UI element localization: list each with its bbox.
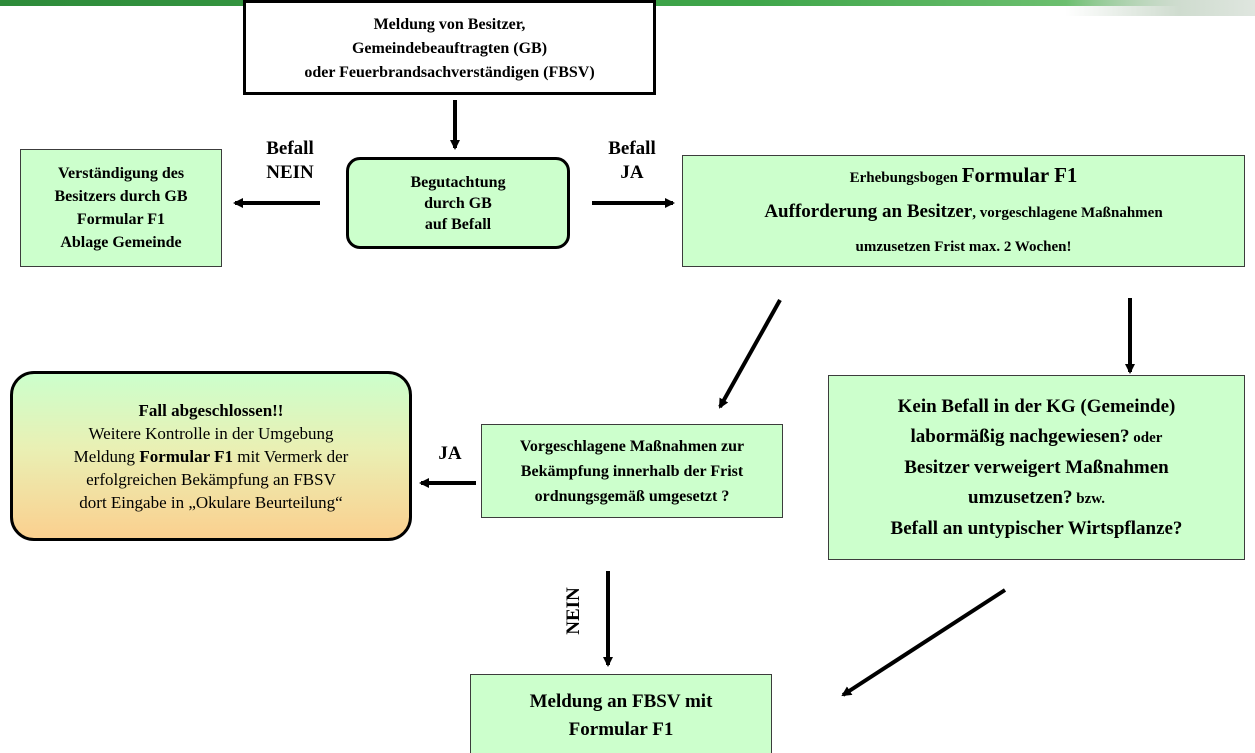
conditions-line-2: labormäßig nachgewiesen? oder bbox=[910, 425, 1163, 447]
no-infestation-box: Verständigung des Besitzers durch GB For… bbox=[20, 149, 222, 267]
measures-check-line-2: Bekämpfung innerhalb der Frist bbox=[520, 462, 744, 480]
conditions-line-5: Befall an untypischer Wirtspflanze? bbox=[890, 517, 1183, 539]
no-infestation-line-4: Ablage Gemeinde bbox=[60, 234, 182, 251]
survey-form-label: Erhebungsbogen bbox=[849, 170, 962, 186]
no-infestation-line-3: Formular F1 bbox=[76, 211, 166, 228]
conditions-line-4: umzusetzen? bzw. bbox=[968, 486, 1105, 508]
conditions-box: Kein Befall in der KG (Gemeinde) labormä… bbox=[828, 375, 1245, 560]
measures-check-box: Vorgeschlagene Maßnahmen zur Bekämpfung … bbox=[481, 424, 783, 518]
arrow-infestation-to-measures bbox=[718, 299, 782, 409]
label-befall-nein: Befall NEIN bbox=[266, 138, 314, 183]
assessment-line-2: durch GB bbox=[424, 194, 492, 212]
no-infestation-line-1: Verständigung des bbox=[57, 165, 185, 182]
assessment-box: Begutachtung durch GB auf Befall bbox=[346, 157, 570, 249]
report-source-line-2: Gemeindebeauftragten (GB) bbox=[351, 39, 548, 57]
infestation-box: Erhebungsbogen Formular F1 Aufforderung … bbox=[682, 155, 1245, 267]
owner-request-label: Aufforderung an Besitzer bbox=[764, 201, 973, 222]
case-closed-line-4: erfolgreichen Bekämpfung an FBSV bbox=[86, 469, 336, 489]
report-fbsv-line-2: Formular F1 bbox=[568, 719, 674, 740]
infestation-line-3: umzusetzen Frist max. 2 Wochen! bbox=[855, 239, 1072, 255]
header-bar-fade bbox=[1065, 0, 1255, 16]
infestation-line-2: Aufforderung an Besitzer, vorgeschlagene… bbox=[764, 195, 1162, 230]
report-source-box: Meldung von Besitzer, Gemeindebeauftragt… bbox=[243, 0, 656, 95]
case-closed-box: Fall abgeschlossen!! Weitere Kontrolle i… bbox=[10, 371, 412, 541]
label-ja: JA bbox=[438, 443, 462, 464]
measures-check-line-3: ordnungsgemäß umgesetzt ? bbox=[534, 487, 730, 505]
conditions-line-3: Besitzer verweigert Maßnahmen bbox=[904, 456, 1169, 478]
report-fbsv-box: Meldung an FBSV mit Formular F1 bbox=[470, 674, 772, 753]
case-closed-title: Fall abgeschlossen!! bbox=[138, 400, 284, 420]
arrow-conditions-to-report bbox=[841, 588, 1007, 697]
no-infestation-line-2: Besitzers durch GB bbox=[54, 188, 188, 205]
report-source-line-1: Meldung von Besitzer, bbox=[373, 15, 526, 33]
report-fbsv-line-1: Meldung an FBSV mit bbox=[529, 691, 713, 712]
case-closed-line-2: Weitere Kontrolle in der Umgebung bbox=[88, 423, 334, 443]
case-closed-line-3: Meldung Formular F1 mit Vermerk der bbox=[73, 446, 349, 466]
infestation-line-1: Erhebungsbogen Formular F1 bbox=[850, 158, 1078, 195]
label-befall-ja: Befall JA bbox=[608, 138, 656, 183]
assessment-line-3: auf Befall bbox=[424, 215, 492, 233]
report-source-line-3: oder Feuerbrandsachverständigen (FBSV) bbox=[304, 63, 595, 81]
measures-check-line-1: Vorgeschlagene Maßnahmen zur bbox=[519, 437, 745, 455]
conditions-line-1: Kein Befall in der KG (Gemeinde) bbox=[897, 395, 1176, 417]
proposed-measures-label: , vorgeschlagene Maßnahmen bbox=[972, 205, 1163, 221]
case-closed-line-5: dort Eingabe in „Okulare Beurteilung“ bbox=[79, 492, 343, 512]
assessment-line-1: Begutachtung bbox=[410, 173, 506, 191]
form-f1-label: Formular F1 bbox=[961, 163, 1078, 187]
